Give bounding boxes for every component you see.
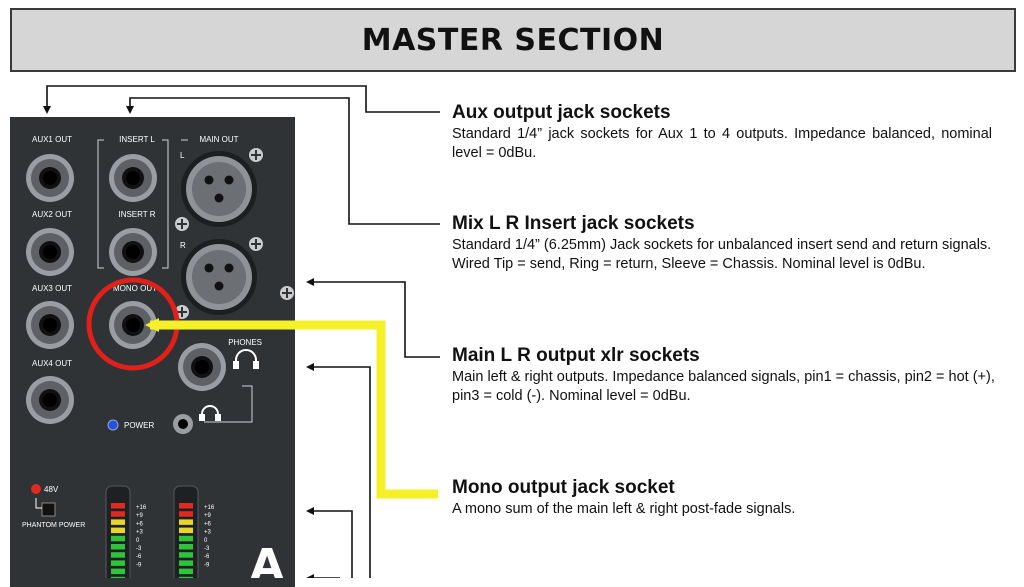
phones-label: PHONES bbox=[228, 338, 262, 347]
mono-out-jack bbox=[109, 301, 157, 349]
mono-out-label: MONO OUT bbox=[113, 284, 157, 293]
screw-icon bbox=[249, 237, 263, 251]
aux-callout-line bbox=[43, 85, 440, 114]
meter-segment bbox=[179, 552, 193, 558]
meter-segment bbox=[179, 535, 193, 542]
description-body: Standard 1/4” jack sockets for Aux 1 to … bbox=[452, 126, 992, 161]
main-out-r-xlr bbox=[181, 239, 257, 315]
insert-callout-line bbox=[126, 97, 440, 225]
power-label: POWER bbox=[124, 421, 154, 430]
meter-segment bbox=[179, 503, 193, 509]
meter-segment bbox=[179, 560, 193, 566]
meter-scale-label: 0 bbox=[136, 538, 140, 544]
48v-label: 48V bbox=[44, 485, 59, 494]
meter-callout-line bbox=[306, 507, 353, 578]
phantom-led bbox=[31, 484, 41, 494]
aux2-jack bbox=[26, 228, 74, 276]
meter-segment bbox=[111, 552, 125, 558]
insert-bracket bbox=[97, 139, 169, 269]
aux1-label: AUX1 OUT bbox=[32, 135, 72, 144]
meter-scale-label: +16 bbox=[136, 505, 147, 511]
power-led bbox=[107, 419, 119, 431]
phantom-power-switch bbox=[35, 498, 56, 517]
meter-segment bbox=[111, 568, 125, 575]
description-aux-output: Aux output jack sockets Standard 1/4” ja… bbox=[452, 101, 1012, 163]
meter-segment bbox=[179, 511, 193, 517]
aux4-jack bbox=[26, 376, 74, 424]
meter-segment bbox=[111, 560, 125, 566]
insert-l-jack bbox=[109, 154, 157, 202]
description-title: Aux output jack sockets bbox=[452, 102, 671, 123]
description-title: Main L R output xlr sockets bbox=[452, 345, 700, 366]
main-r-label: R bbox=[180, 241, 186, 250]
main-out-l-xlr bbox=[181, 151, 257, 227]
main-out-callout-line-2 bbox=[306, 363, 371, 578]
phones-jack bbox=[178, 343, 226, 391]
aux3-label: AUX3 OUT bbox=[32, 284, 72, 293]
meter-scale-label: +6 bbox=[204, 521, 212, 527]
meter-scale-label: -3 bbox=[204, 546, 210, 552]
insert-r-jack bbox=[109, 228, 157, 276]
description-main-out: Main L R output xlr sockets Main left & … bbox=[452, 344, 1012, 406]
description-title: Mix L R Insert jack sockets bbox=[452, 213, 695, 234]
meter-scale-label: -6 bbox=[136, 554, 142, 560]
screw-icon bbox=[249, 148, 263, 162]
meter-segment bbox=[111, 544, 125, 550]
phantom-power-label: PHANTOM POWER bbox=[22, 522, 85, 529]
brand-letter: A bbox=[250, 540, 284, 578]
meter-scale-label: +9 bbox=[136, 513, 144, 519]
aux3-jack bbox=[26, 301, 74, 349]
aux2-label: AUX2 OUT bbox=[32, 210, 72, 219]
meter-scale-label: +6 bbox=[136, 521, 144, 527]
header-bar: MASTER SECTION bbox=[10, 8, 1016, 72]
meter-segment bbox=[179, 519, 193, 525]
screw-icon bbox=[175, 217, 189, 231]
description-body: Main left & right outputs. Impedance bal… bbox=[452, 369, 995, 404]
meter-scale-label: 0 bbox=[204, 538, 208, 544]
description-mono-out: Mono output jack socket A mono sum of th… bbox=[452, 476, 1012, 519]
meter-segment bbox=[111, 576, 125, 578]
main-l-label: L bbox=[180, 151, 185, 160]
meter-scale-label: +3 bbox=[136, 530, 144, 536]
description-body: A mono sum of the main left & right post… bbox=[452, 501, 796, 517]
meter-scale-label: +3 bbox=[204, 530, 212, 536]
main-out-label: MAIN OUT bbox=[199, 135, 238, 144]
screw-icon bbox=[280, 286, 294, 300]
description-body: Standard 1/4” (6.25mm) Jack sockets for … bbox=[452, 237, 992, 272]
page-title: MASTER SECTION bbox=[361, 22, 665, 58]
meter-segment bbox=[179, 576, 193, 578]
mono-callout-path bbox=[145, 318, 438, 499]
aux4-label: AUX4 OUT bbox=[32, 359, 72, 368]
meter-scale-label: -6 bbox=[204, 554, 210, 560]
meter-scale-label: -9 bbox=[136, 562, 142, 568]
meter-segment bbox=[111, 511, 125, 517]
mini-phones-jack bbox=[173, 414, 193, 434]
meter-scale-label: +9 bbox=[204, 513, 212, 519]
meter-segment bbox=[179, 568, 193, 575]
meter-segment bbox=[111, 503, 125, 509]
headphones-icon bbox=[199, 405, 221, 421]
meter-segment bbox=[111, 527, 125, 534]
aux1-jack bbox=[26, 154, 74, 202]
level-meters: +16 +9 +6 +3 0 -3 -6 -9 +16 +9 +6 +3 0 -3 -6 -9 bbox=[105, 485, 215, 578]
main-out-callout-line bbox=[306, 278, 440, 358]
meter-segment bbox=[111, 535, 125, 542]
phones-bracket bbox=[204, 385, 253, 423]
meter-segment bbox=[179, 527, 193, 534]
meter-segment bbox=[179, 544, 193, 550]
headphones-icon bbox=[233, 349, 259, 369]
description-title: Mono output jack socket bbox=[452, 477, 675, 498]
meter-scale-label: +16 bbox=[204, 505, 215, 511]
meter-scale-label: -3 bbox=[136, 546, 142, 552]
insert-r-label: INSERT R bbox=[118, 210, 155, 219]
meter-scale-label: -9 bbox=[204, 562, 210, 568]
description-insert: Mix L R Insert jack sockets Standard 1/4… bbox=[452, 212, 1012, 274]
insert-l-label: INSERT L bbox=[119, 135, 155, 144]
meter-segment bbox=[111, 519, 125, 525]
